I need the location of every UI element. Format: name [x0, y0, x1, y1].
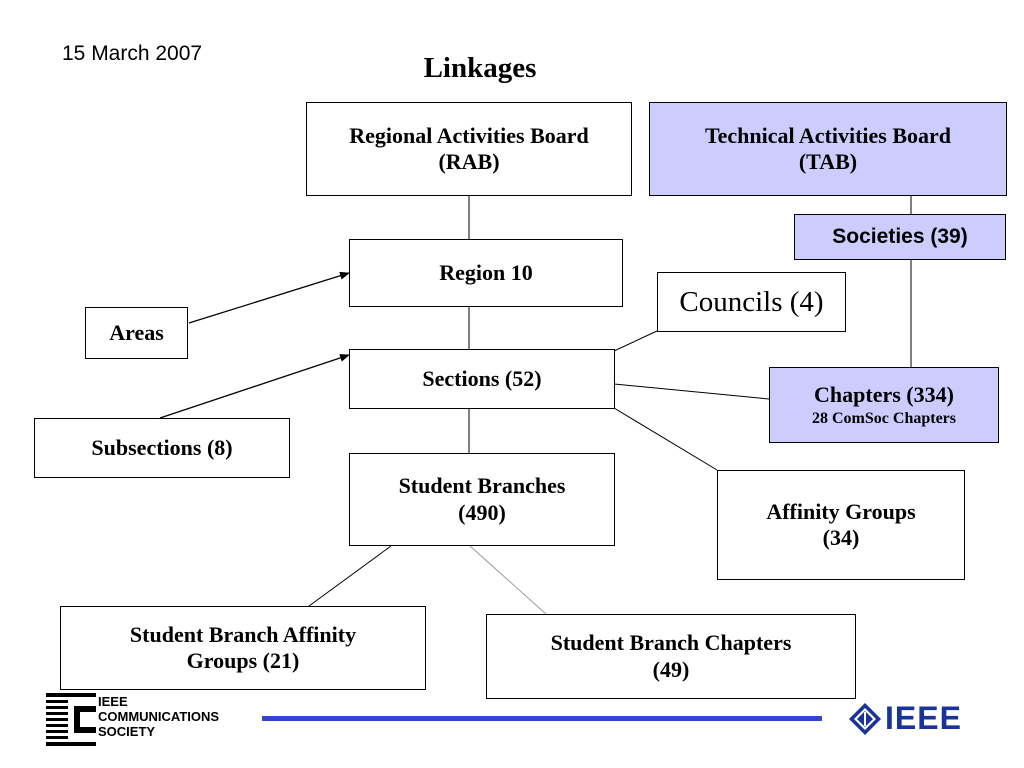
affinity-line1: Affinity Groups: [766, 498, 916, 524]
sb-affinity-line2: Groups (21): [186, 648, 300, 673]
chapters-line1: Chapters (334): [814, 382, 954, 408]
box-affinity-groups: Affinity Groups (34): [717, 470, 965, 580]
box-sb-chapters: Student Branch Chapters (49): [486, 614, 856, 699]
box-sb-affinity-groups: Student Branch Affinity Groups (21): [60, 606, 426, 690]
sb-affinity-line1: Student Branch Affinity: [129, 621, 357, 647]
rab-line2: (RAB): [438, 149, 500, 174]
student-branches-line1: Student Branches: [398, 473, 566, 499]
box-tab: Technical Activities Board (TAB): [649, 102, 1007, 196]
tab-line1: Technical Activities Board: [704, 122, 952, 148]
link-areas-region-arrow: [188, 271, 350, 324]
comsoc-line3: SOCIETY: [98, 724, 156, 739]
box-subsections: Subsections (8): [34, 418, 290, 478]
rab-line1: Regional Activities Board: [349, 122, 589, 148]
slide-title: Linkages: [423, 52, 537, 84]
link-branches-sb-chapters: [469, 545, 547, 615]
region-label: Region 10: [439, 259, 533, 285]
box-student-branches: Student Branches (490): [349, 453, 615, 546]
chapters-line2: 28 ComSoc Chapters: [812, 409, 956, 427]
sections-label: Sections (52): [422, 365, 542, 391]
box-rab: Regional Activities Board (RAB): [306, 102, 632, 196]
link-branches-sb-affinity: [308, 545, 392, 607]
comsoc-logo-icon: [46, 693, 96, 746]
link-sections-affinity: [613, 407, 718, 471]
tab-line2: (TAB): [798, 149, 858, 174]
box-areas: Areas: [85, 307, 188, 359]
sb-chapters-line2: (49): [652, 656, 690, 682]
box-region: Region 10: [349, 239, 623, 307]
comsoc-line1: IEEE: [98, 694, 128, 709]
link-sections-chapters: [613, 383, 770, 400]
ieee-wordmark: IEEE: [885, 700, 962, 736]
affinity-line2: (34): [822, 525, 860, 550]
areas-label: Areas: [109, 319, 164, 345]
comsoc-line2: COMMUNICATIONS: [98, 709, 220, 724]
footer-divider: [262, 716, 822, 721]
box-chapters: Chapters (334) 28 ComSoc Chapters: [769, 367, 999, 443]
subsections-label: Subsections (8): [91, 434, 233, 460]
link-sections-councils: [613, 330, 658, 352]
councils-label: Councils (4): [679, 285, 824, 318]
societies-label: Societies (39): [832, 225, 968, 249]
box-sections: Sections (52): [349, 349, 615, 409]
box-societies: Societies (39): [794, 214, 1006, 260]
slide-date: 15 March 2007: [62, 42, 203, 65]
student-branches-line2: (490): [458, 499, 506, 525]
link-subsections-sections-arrow: [159, 354, 350, 419]
ieee-logo: IEEE: [848, 700, 962, 737]
ieee-diamond-icon: [849, 702, 881, 735]
comsoc-wordmark: IEEE COMMUNICATIONS SOCIETY: [98, 694, 219, 739]
box-councils: Councils (4): [657, 272, 846, 332]
sb-chapters-line1: Student Branch Chapters: [550, 630, 792, 656]
